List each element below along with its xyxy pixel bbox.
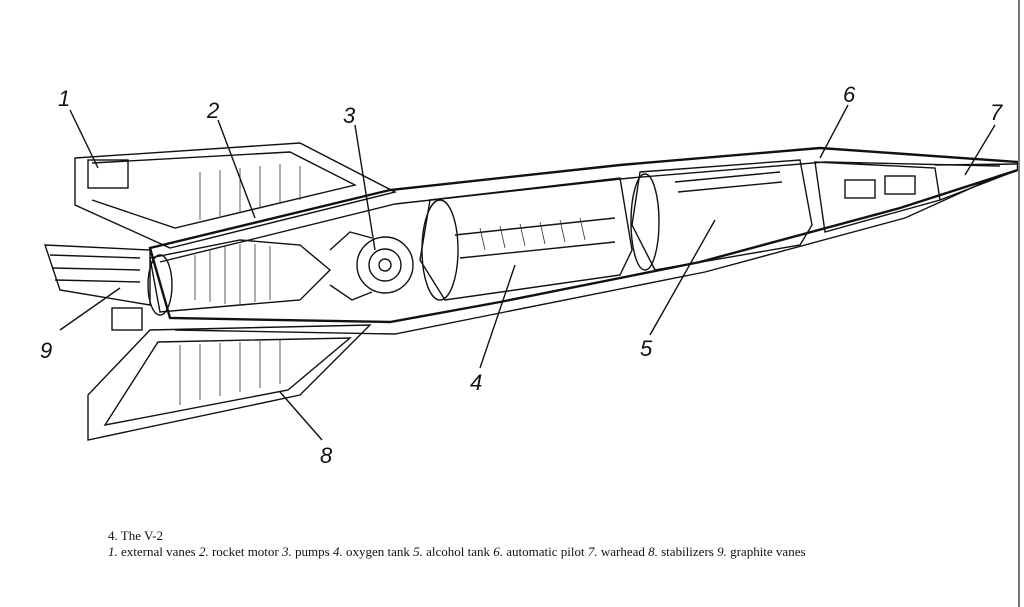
callout-9: 9 — [40, 338, 52, 363]
callout-8: 8 — [320, 443, 333, 468]
legend-item: 8. stabilizers — [648, 544, 714, 559]
callout-1: 1 — [58, 86, 70, 111]
v2-cutaway-diagram: 1 2 3 4 5 6 7 8 9 — [40, 82, 1020, 468]
callout-3: 3 — [343, 103, 356, 128]
legend-item: 4. oxygen tank — [332, 544, 410, 559]
callout-5: 5 — [640, 336, 653, 361]
figure-caption: 4. The V-2 1. external vanes 2. rocket m… — [108, 528, 1008, 560]
callout-6: 6 — [843, 82, 856, 107]
legend-item: 6. automatic pilot — [493, 544, 585, 559]
page-edge — [1018, 0, 1020, 607]
legend-item: 9. graphite vanes — [717, 544, 806, 559]
legend-item: 1. external vanes — [108, 544, 196, 559]
callout-7: 7 — [990, 100, 1003, 125]
legend-item: 5. alcohol tank — [413, 544, 490, 559]
callout-2: 2 — [206, 98, 219, 123]
legend-item: 7. warhead — [587, 544, 645, 559]
callout-4: 4 — [470, 370, 482, 395]
rocket-drawing — [44, 142, 1020, 441]
leader-lines — [59, 104, 996, 441]
legend-item: 2. rocket motor — [198, 544, 279, 559]
figure-title: 4. The V-2 — [108, 528, 164, 543]
figure-legend: 1. external vanes 2. rocket motor 3. pum… — [108, 544, 1008, 560]
legend-item: 3. pumps — [282, 544, 330, 559]
